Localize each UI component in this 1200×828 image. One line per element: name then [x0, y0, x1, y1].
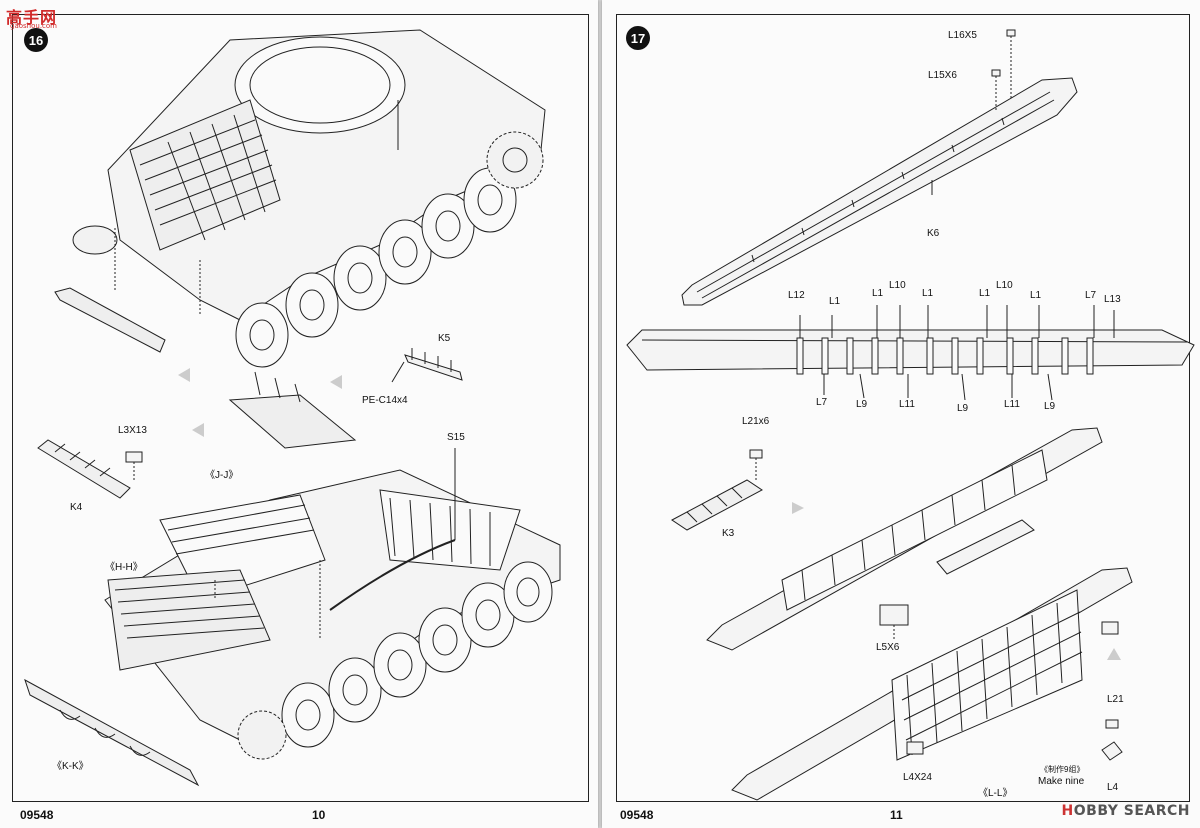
middle-fender-illustration	[706, 427, 1103, 651]
label-l1: L1	[922, 288, 934, 299]
label-l11: L11	[1004, 399, 1020, 410]
product-code: 09548	[20, 808, 54, 822]
label-l7: L7	[1085, 290, 1097, 301]
step16-assembly-drawing	[24, 29, 561, 787]
label-l9: L9	[1044, 401, 1056, 412]
label-k5: K5	[438, 333, 451, 344]
page-frame	[12, 14, 589, 802]
step17-assembly-drawing	[626, 29, 1195, 801]
page-frame	[616, 14, 1190, 802]
label-l10: L10	[996, 280, 1013, 291]
label-l10: L10	[889, 280, 906, 291]
k5-part	[391, 348, 463, 383]
label-view-jj: 《J-J》	[205, 470, 239, 481]
label-l1: L1	[829, 296, 841, 307]
label-k6: K6	[927, 228, 940, 239]
label-view-kk: 《K-K》	[52, 761, 89, 772]
label-l9: L9	[856, 399, 868, 410]
watermark-brand: HOBBY SEARCH	[1062, 803, 1190, 819]
label-view-hh: 《H-H》	[105, 562, 143, 573]
watermark-site: 高手网	[6, 8, 58, 27]
label-s15: S15	[447, 432, 465, 443]
label-l21x6: L21x6	[742, 416, 770, 427]
page-number: 11	[890, 808, 903, 822]
instruction-page-left: 高手网 gaoshou.com 16 K5 PE-C14x4 L3X13 K4 …	[0, 0, 598, 828]
direction-arrows	[178, 368, 342, 437]
label-l3x13: L3X13	[118, 425, 147, 436]
k3-part	[671, 449, 763, 531]
k4-part	[37, 439, 143, 499]
note-make-nine-cn: 《制作9组》	[1040, 765, 1085, 774]
label-l9: L9	[957, 403, 969, 414]
label-l11: L11	[899, 399, 915, 410]
label-l4x24: L4X24	[903, 772, 932, 783]
label-l5x6: L5X6	[876, 642, 900, 653]
label-k3: K3	[722, 528, 735, 539]
step-number-badge: 16	[24, 28, 48, 52]
side-fender-illustration	[626, 305, 1195, 401]
upper-hull-illustration	[54, 29, 546, 368]
label-l1: L1	[1030, 290, 1042, 301]
watermark-brand-rest: OBBY SEARCH	[1073, 803, 1190, 819]
label-l15x6: L15X6	[928, 70, 957, 81]
k6-fender-illustration	[681, 29, 1078, 306]
label-l21: L21	[1107, 694, 1124, 705]
direction-arrows	[792, 502, 1121, 660]
label-k4: K4	[70, 502, 83, 513]
product-code: 09548	[620, 808, 654, 822]
label-l12: L12	[788, 290, 805, 301]
label-l7: L7	[816, 397, 828, 408]
note-make-nine: Make nine	[1038, 776, 1085, 787]
watermark-domain: gaoshou.com	[10, 22, 57, 30]
label-l13: L13	[1104, 294, 1121, 305]
label-l1: L1	[979, 288, 991, 299]
label-l1: L1	[872, 288, 884, 299]
page-number: 10	[312, 808, 326, 822]
watermark-brand-prefix: H	[1061, 803, 1074, 819]
label-pe-c14x4: PE-C14x4	[362, 395, 408, 406]
lower-hull-illustration	[24, 448, 561, 787]
step-number-badge: 17	[626, 26, 650, 50]
instruction-page-right: 17 L16X5 L15X6 K6 L12 L1 L1 L10 L1 L1 L1…	[602, 0, 1200, 828]
label-view-ll: 《L-L》	[978, 788, 1013, 799]
label-l16x5: L16X5	[948, 30, 977, 41]
pe-plate-part	[228, 371, 357, 449]
lower-fender-illustration	[731, 567, 1133, 801]
label-l4: L4	[1107, 782, 1119, 793]
